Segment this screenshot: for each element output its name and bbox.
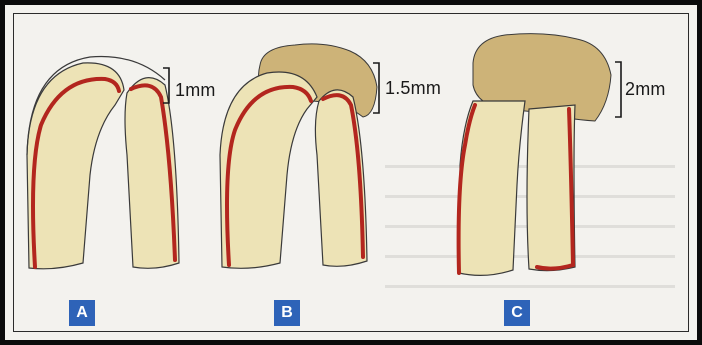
panel-a-tooth <box>27 56 179 268</box>
panel-a-left-root <box>27 63 124 269</box>
panel-a-measurement: 1mm <box>175 80 216 101</box>
panel-a-label-badge: A <box>69 300 95 326</box>
panel-b-tooth <box>220 44 379 268</box>
panel-c-measurement: 2mm <box>625 79 666 100</box>
tooth-diagram <box>5 5 697 340</box>
panel-b-label-badge: B <box>274 300 300 326</box>
panel-c-label-badge: C <box>504 300 530 326</box>
panel-b-left-root <box>220 72 317 268</box>
panel-b-measurement: 1.5mm <box>385 78 441 99</box>
panel-c-bracket <box>615 62 621 117</box>
panel-c-tooth <box>459 34 621 276</box>
